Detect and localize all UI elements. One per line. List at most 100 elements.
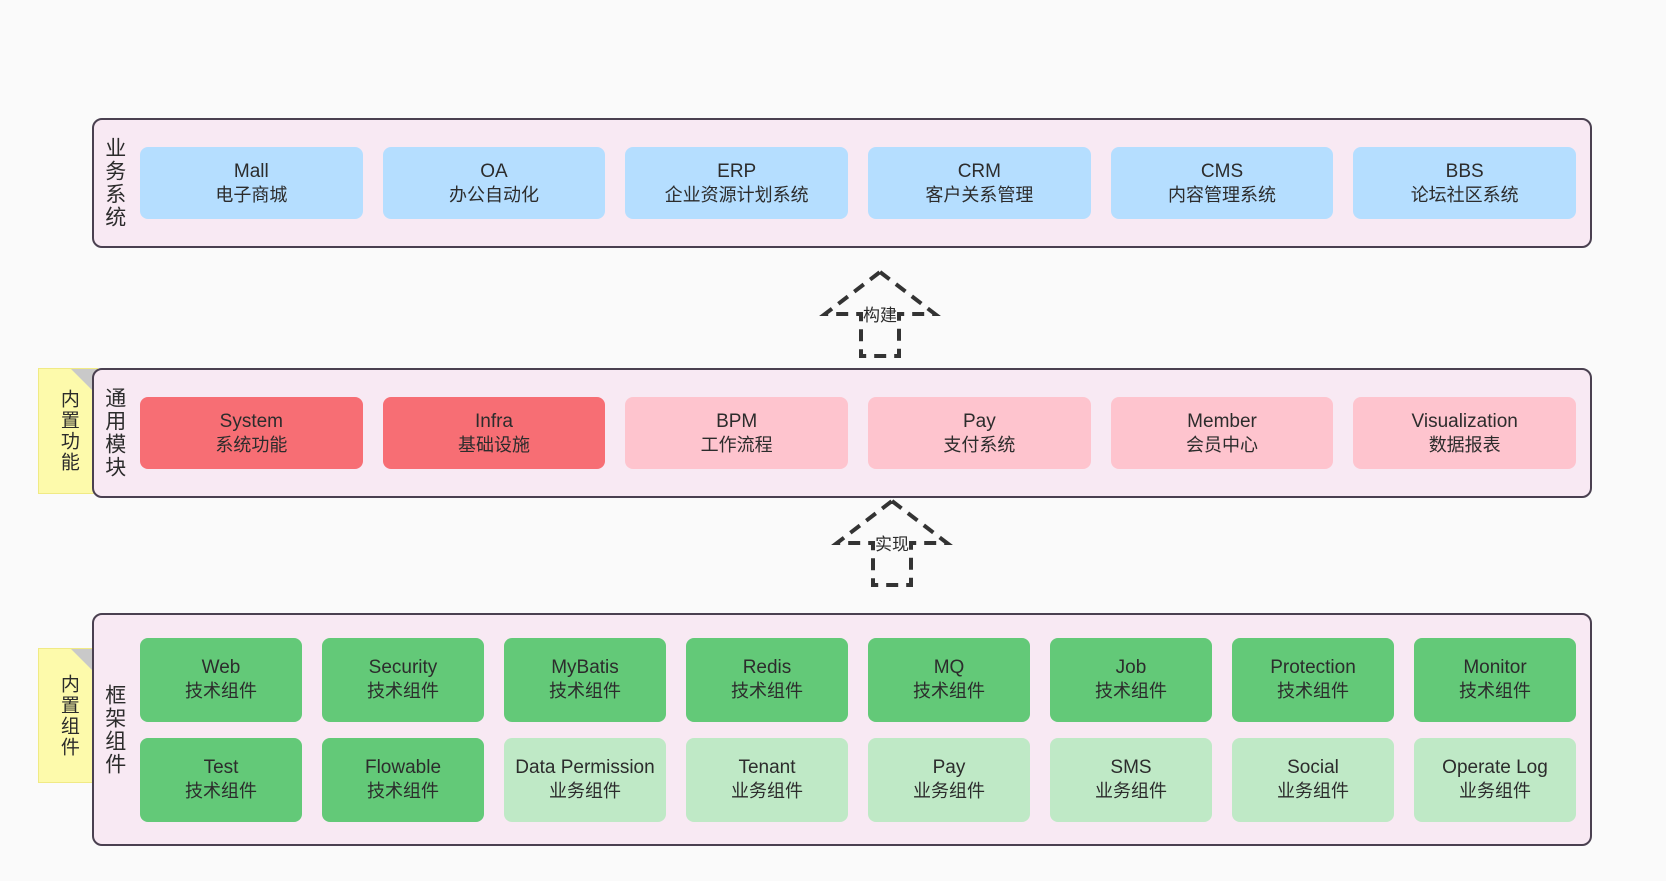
card-subtitle: 技术组件 (1459, 681, 1531, 702)
layer-common-modules: 通用模块 System 系统功能 Infra 基础设施 BPM 工作流程 Pay… (92, 368, 1592, 498)
card-title: CMS (1200, 160, 1244, 182)
card-title: Data Permission (515, 757, 655, 779)
sticky-note-builtin-components: 内置组件 (38, 648, 98, 783)
sticky-note-builtin-functions: 内置功能 (38, 368, 98, 494)
card-member[interactable]: Member 会员中心 (1110, 397, 1334, 469)
layer-business-systems-label: 业务系统 (102, 137, 126, 229)
card-title: Web (201, 657, 241, 679)
card-data-permission[interactable]: Data Permission 业务组件 (504, 737, 666, 822)
card-pay-component[interactable]: Pay 业务组件 (868, 737, 1030, 822)
card-cms[interactable]: CMS 内容管理系统 (1110, 147, 1334, 219)
card-redis[interactable]: Redis 技术组件 (686, 637, 848, 722)
card-subtitle: 技术组件 (367, 681, 439, 702)
layer-business-systems-body: Mall 电子商城 OA 办公自动化 ERP 企业资源计划系统 CRM 客户关系… (134, 120, 1590, 246)
card-erp[interactable]: ERP 企业资源计划系统 (625, 147, 849, 219)
card-crm[interactable]: CRM 客户关系管理 (868, 147, 1091, 219)
card-protection[interactable]: Protection 技术组件 (1232, 637, 1394, 722)
card-subtitle: 业务组件 (1277, 781, 1349, 802)
card-web[interactable]: Web 技术组件 (140, 637, 302, 722)
card-test[interactable]: Test 技术组件 (140, 737, 302, 822)
card-title: Protection (1270, 657, 1356, 679)
card-subtitle: 系统功能 (215, 434, 288, 455)
card-subtitle: 业务组件 (549, 781, 621, 802)
card-mq[interactable]: MQ 技术组件 (868, 637, 1030, 722)
layer-common-modules-label: 通用模块 (102, 387, 126, 479)
card-bpm[interactable]: BPM 工作流程 (625, 397, 849, 469)
card-title: Monitor (1463, 657, 1527, 679)
card-title: Pay (932, 757, 966, 779)
sticky-note-label: 内置功能 (57, 389, 79, 473)
card-subtitle: 数据报表 (1428, 434, 1501, 455)
card-title: Test (203, 757, 239, 779)
card-subtitle: 业务组件 (1095, 781, 1167, 802)
card-subtitle: 内容管理系统 (1168, 184, 1277, 205)
card-subtitle: 技术组件 (913, 681, 985, 702)
card-title: Job (1115, 657, 1147, 679)
card-title: BBS (1445, 160, 1484, 182)
card-subtitle: 支付系统 (943, 434, 1016, 455)
card-title: Infra (474, 410, 514, 432)
layer-common-modules-body: System 系统功能 Infra 基础设施 BPM 工作流程 Pay 支付系统… (134, 370, 1590, 496)
card-title: Visualization (1411, 410, 1518, 432)
card-bbs[interactable]: BBS 论坛社区系统 (1353, 147, 1577, 219)
card-mybatis[interactable]: MyBatis 技术组件 (504, 637, 666, 722)
card-title: Tenant (738, 757, 796, 779)
card-visualization[interactable]: Visualization 数据报表 (1353, 397, 1577, 469)
card-subtitle: 技术组件 (367, 781, 439, 802)
card-subtitle: 企业资源计划系统 (664, 184, 809, 205)
card-mall[interactable]: Mall 电子商城 (140, 147, 363, 219)
card-title: Member (1187, 410, 1257, 432)
card-title: MQ (933, 657, 965, 679)
card-title: MyBatis (551, 657, 619, 679)
card-title: BPM (716, 410, 758, 432)
card-subtitle: 论坛社区系统 (1410, 184, 1519, 205)
card-tenant[interactable]: Tenant 业务组件 (686, 737, 848, 822)
card-subtitle: 办公自动化 (449, 184, 539, 205)
layer-business-systems: 业务系统 Mall 电子商城 OA 办公自动化 ERP 企业资源计划系统 CRM… (92, 118, 1592, 248)
card-subtitle: 电子商城 (215, 184, 288, 205)
card-subtitle: 技术组件 (185, 781, 257, 802)
layer-framework-components: 框架组件 Web 技术组件 Security 技术组件 MyBatis 技术组件… (92, 613, 1592, 846)
card-security[interactable]: Security 技术组件 (322, 637, 484, 722)
connector-implement-label: 实现 (875, 535, 909, 554)
card-title: Operate Log (1442, 757, 1548, 779)
card-system[interactable]: System 系统功能 (140, 397, 363, 469)
card-subtitle: 业务组件 (913, 781, 985, 802)
card-title: Pay (962, 410, 996, 432)
dashed-hollow-arrow-up-icon (831, 498, 953, 587)
card-social[interactable]: Social 业务组件 (1232, 737, 1394, 822)
card-title: Redis (742, 657, 792, 679)
card-job[interactable]: Job 技术组件 (1050, 637, 1212, 722)
connector-implement: 实现 (812, 497, 972, 587)
layer-framework-components-label: 框架组件 (102, 683, 126, 776)
card-oa[interactable]: OA 办公自动化 (382, 147, 606, 219)
card-title: Social (1287, 757, 1339, 779)
card-title: Mall (233, 160, 269, 182)
card-subtitle: 技术组件 (185, 681, 257, 702)
card-subtitle: 业务组件 (731, 781, 803, 802)
card-row: System 系统功能 Infra 基础设施 BPM 工作流程 Pay 支付系统… (140, 397, 1577, 469)
card-subtitle: 会员中心 (1186, 434, 1259, 455)
card-sms[interactable]: SMS 业务组件 (1050, 737, 1212, 822)
card-pay-module[interactable]: Pay 支付系统 (868, 397, 1091, 469)
card-subtitle: 技术组件 (731, 681, 803, 702)
connector-build: 构建 (800, 268, 960, 358)
card-title: Flowable (364, 757, 442, 779)
card-title: System (219, 410, 284, 432)
card-row: Web 技术组件 Security 技术组件 MyBatis 技术组件 Redi… (140, 637, 1576, 722)
connector-build-label: 构建 (863, 306, 897, 325)
card-flowable[interactable]: Flowable 技术组件 (322, 737, 484, 822)
card-title: OA (480, 160, 508, 182)
card-title: ERP (717, 160, 757, 182)
card-operate-log[interactable]: Operate Log 业务组件 (1414, 737, 1576, 822)
card-subtitle: 业务组件 (1459, 781, 1531, 802)
sticky-note-label: 内置组件 (57, 673, 79, 758)
dashed-hollow-arrow-up-icon (819, 269, 941, 358)
card-monitor[interactable]: Monitor 技术组件 (1414, 637, 1576, 722)
card-infra[interactable]: Infra 基础设施 (382, 397, 606, 469)
card-title: SMS (1110, 757, 1152, 779)
card-subtitle: 技术组件 (1095, 681, 1167, 702)
card-row: Test 技术组件 Flowable 技术组件 Data Permission … (140, 737, 1576, 822)
card-row: Mall 电子商城 OA 办公自动化 ERP 企业资源计划系统 CRM 客户关系… (140, 147, 1577, 219)
